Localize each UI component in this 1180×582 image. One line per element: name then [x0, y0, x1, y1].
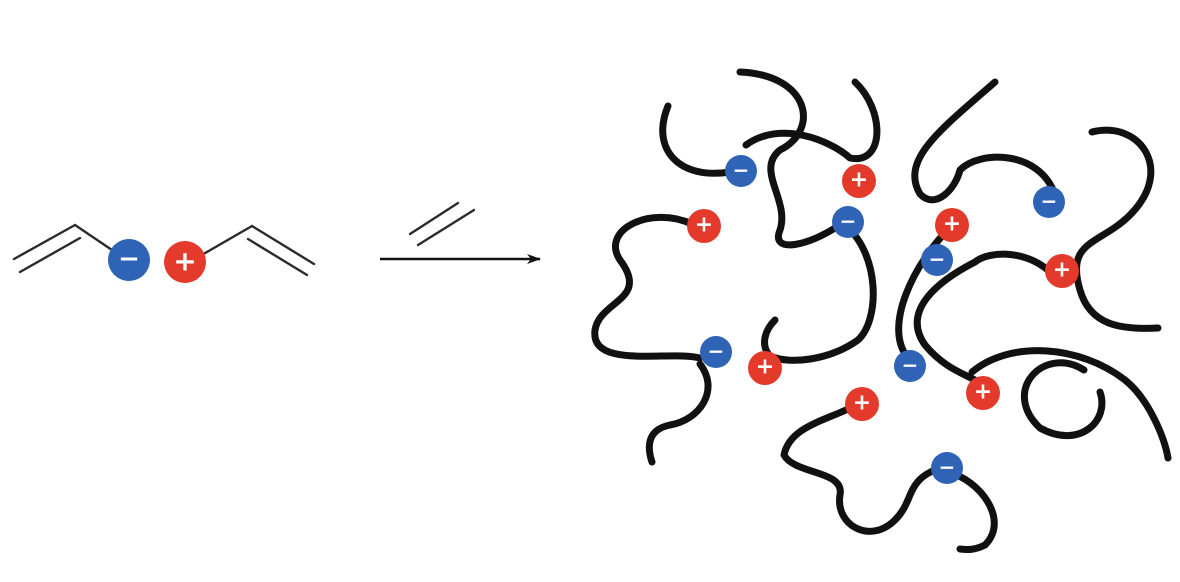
network-cation: + [935, 208, 969, 242]
anion-symbol: − [929, 247, 946, 271]
polymer-chain [591, 213, 704, 362]
network-anion: − [1033, 186, 1065, 218]
anion-circle [700, 336, 732, 368]
polymer-chain [780, 400, 944, 535]
anion-symbol: − [902, 353, 919, 377]
network-cation: + [748, 351, 782, 385]
cation-circle [845, 387, 879, 421]
cation-symbol: + [695, 213, 713, 238]
cation-symbol: + [853, 391, 871, 416]
cation-circle [687, 209, 721, 243]
polymer-network: − − − − − − − [591, 68, 1172, 553]
cation-symbol: + [173, 245, 196, 278]
polymer-chain [944, 468, 998, 553]
anion-circle [1033, 186, 1065, 218]
ethylene-bond-upper [408, 201, 460, 236]
network-cation: + [1045, 254, 1079, 288]
anion-symbol: − [939, 455, 956, 479]
monomer-cation: + [164, 241, 206, 283]
anion-symbol: − [733, 158, 750, 182]
anion-symbol: − [1041, 189, 1058, 213]
cation-circle [748, 351, 782, 385]
monomer-anion: − [108, 239, 150, 281]
polymer-chain [742, 78, 881, 163]
ionic-monomer: − + [12, 223, 316, 283]
network-ions: − − − − − − − [687, 155, 1079, 484]
right-vinyl-double-bond-inner [246, 237, 309, 277]
cation-circle [1045, 254, 1079, 288]
network-cation: + [842, 164, 876, 198]
polymer-chain [1072, 126, 1162, 332]
anion-circle [725, 155, 757, 187]
anion-circle [108, 239, 150, 281]
network-cation: + [687, 209, 721, 243]
cation-symbol: + [974, 380, 992, 405]
cation-circle [966, 376, 1000, 410]
polymer-chain [895, 222, 956, 364]
polymer-chain [761, 222, 877, 364]
reaction-arrow-group [380, 201, 541, 264]
cation-symbol: + [756, 355, 774, 380]
network-cation: + [966, 376, 1000, 410]
polymer-chain [913, 250, 1057, 392]
network-anion: − [725, 155, 757, 187]
left-single-bond [73, 223, 114, 252]
cation-symbol: + [850, 168, 868, 193]
ethylene-bond-lower [416, 208, 476, 247]
left-vinyl-double-bond-outer [12, 223, 77, 261]
polymer-chain [968, 347, 1172, 462]
anion-circle [832, 206, 864, 238]
network-anion: − [931, 452, 963, 484]
network-anion: − [700, 336, 732, 368]
right-single-bond [198, 224, 254, 258]
polymer-chains [591, 68, 1172, 553]
left-vinyl-double-bond-inner [18, 236, 82, 274]
cation-circle [164, 241, 206, 283]
anion-circle [921, 244, 953, 276]
cation-symbol: + [1053, 258, 1071, 283]
anion-symbol: − [708, 339, 725, 363]
polymer-chain [645, 360, 712, 466]
right-vinyl-double-bond-outer [250, 224, 316, 266]
cation-circle [842, 164, 876, 198]
anion-circle [931, 452, 963, 484]
anion-circle [894, 350, 926, 382]
polymer-chain [659, 102, 734, 177]
polymer-chain [736, 68, 842, 249]
network-anion: − [832, 206, 864, 238]
cation-symbol: + [943, 212, 961, 237]
cation-circle [935, 208, 969, 242]
anion-symbol: − [840, 209, 857, 233]
network-cation: + [845, 387, 879, 421]
network-anion: − [921, 244, 953, 276]
polymer-chain [911, 78, 1059, 204]
anion-symbol: − [118, 244, 140, 274]
network-anion: − [894, 350, 926, 382]
